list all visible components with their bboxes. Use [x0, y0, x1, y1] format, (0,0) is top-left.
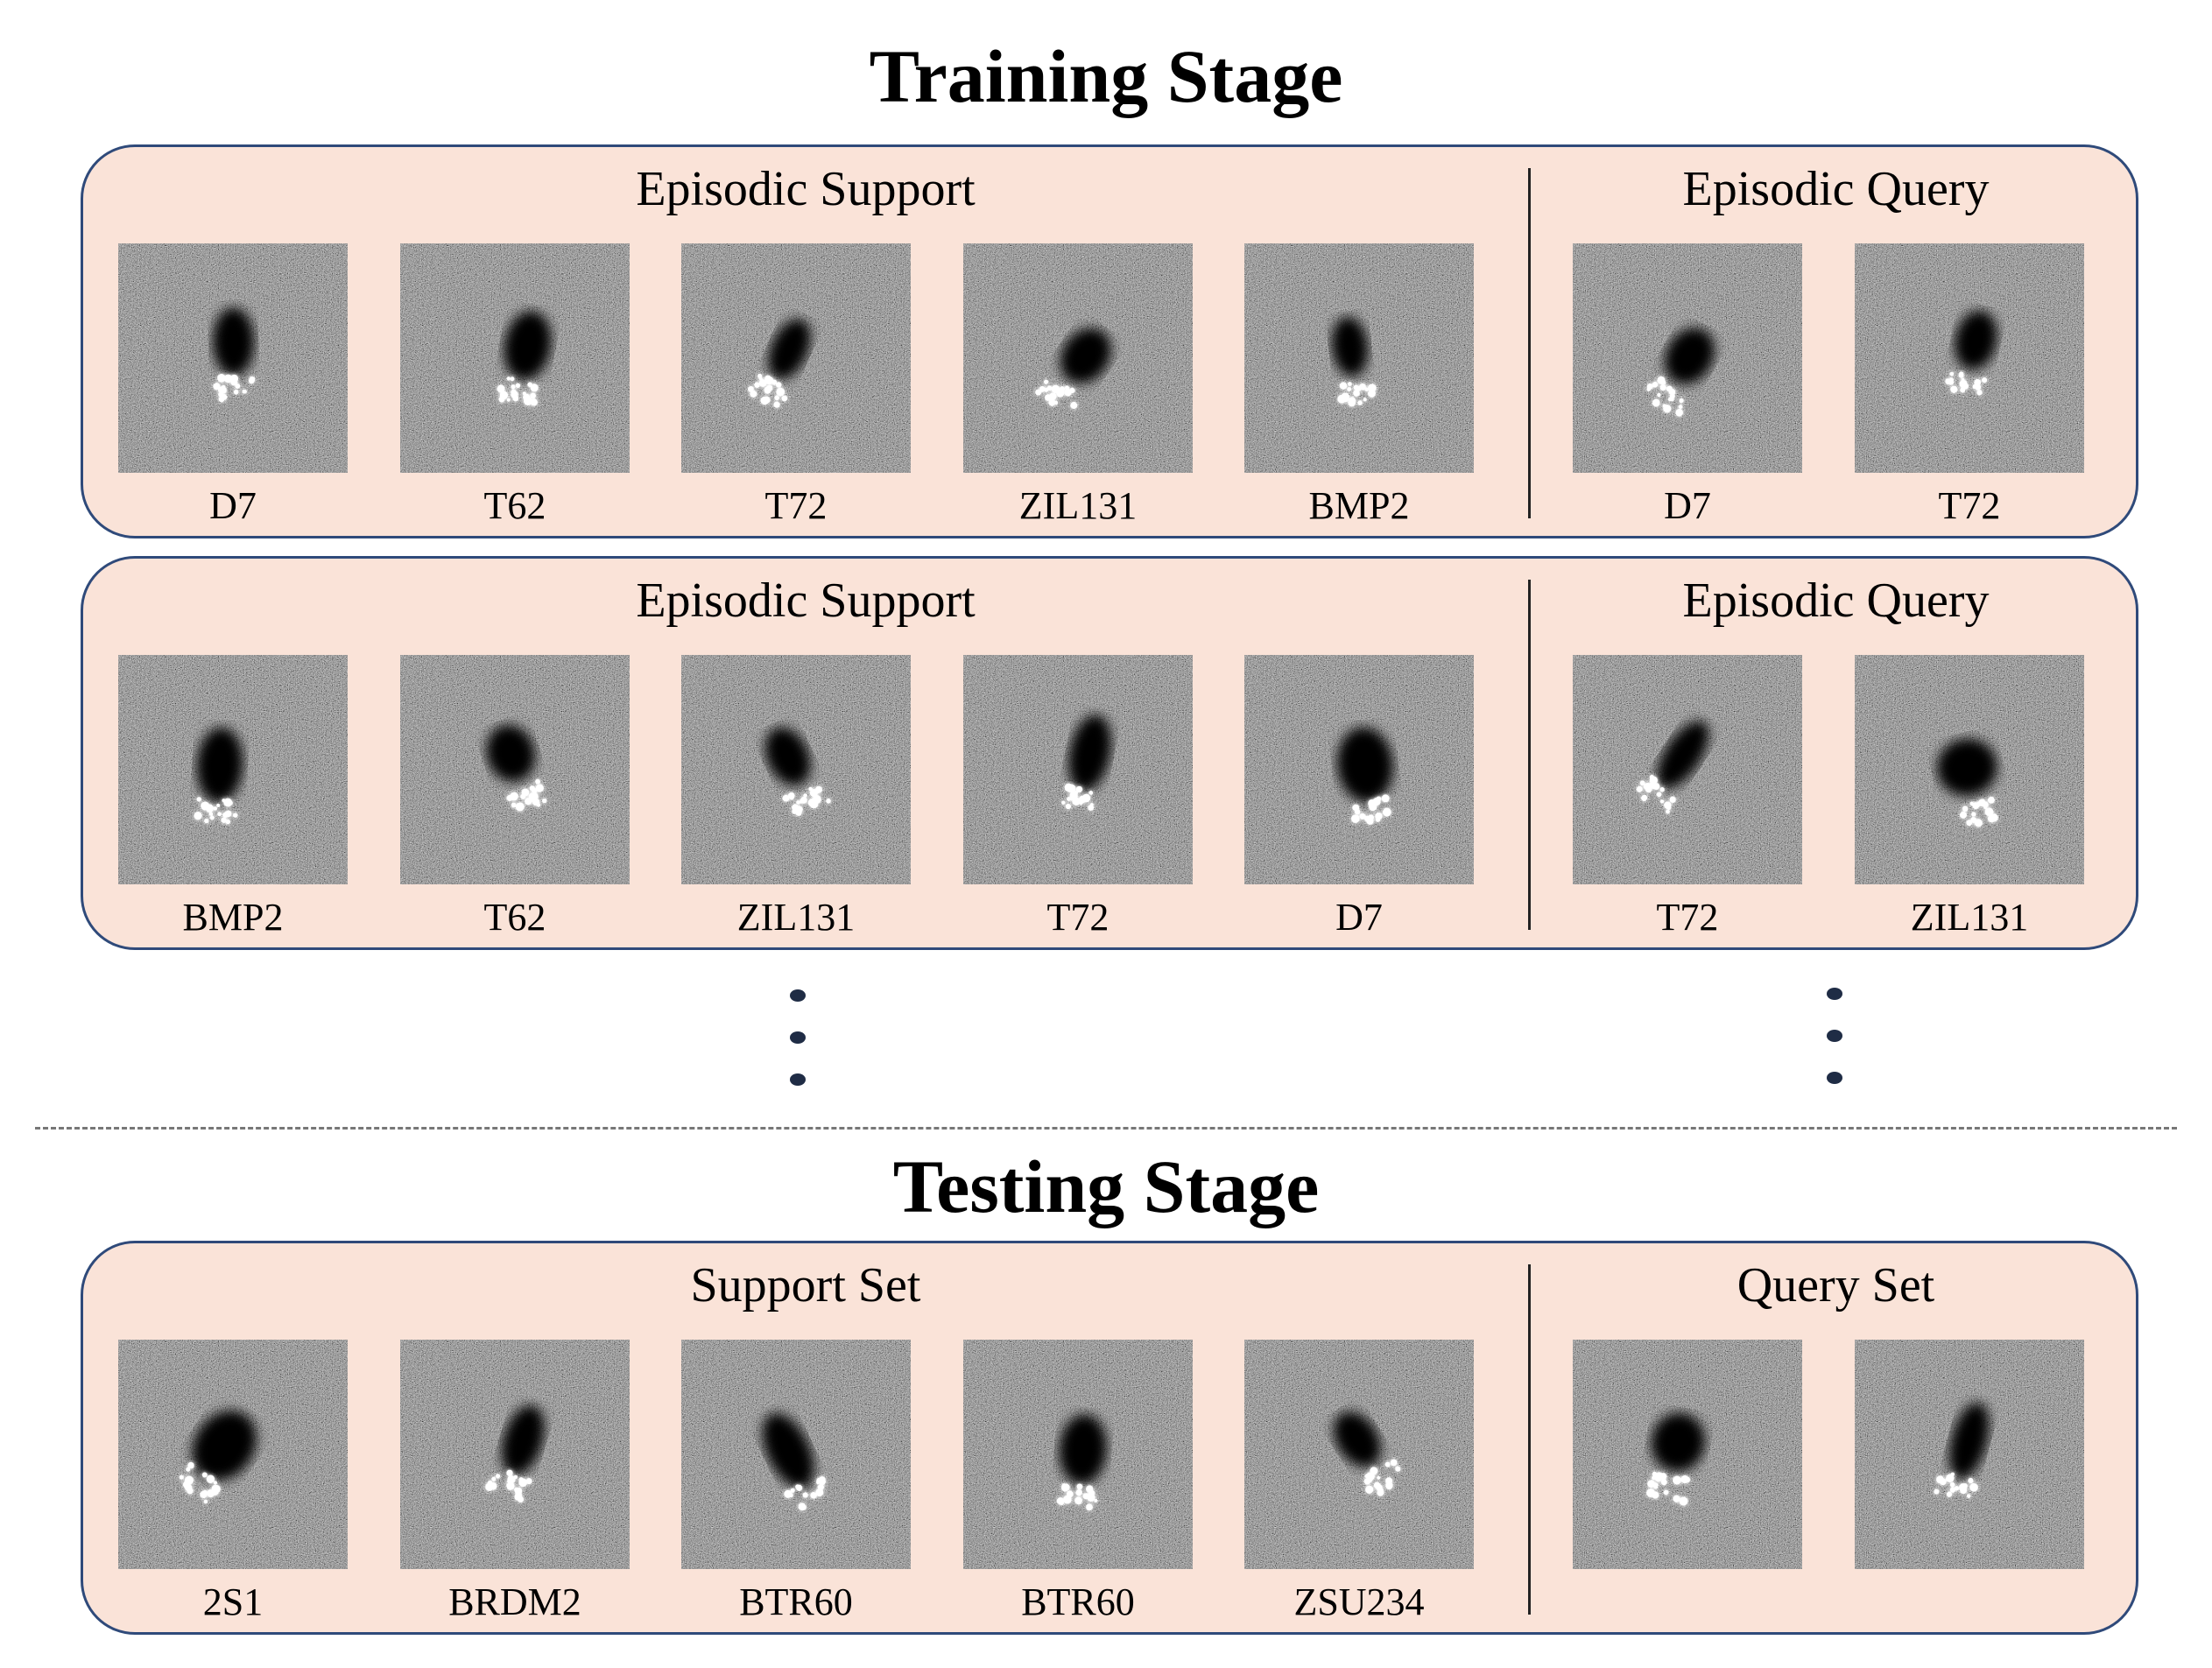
- class-label: BTR60: [1021, 1580, 1135, 1623]
- training-episode-panel-2: Episodic Support Episodic Query BMP2 T62: [81, 556, 2138, 950]
- class-label: BMP2: [182, 896, 284, 939]
- sar-image: [1573, 655, 1802, 884]
- testing-panel: Support Set Query Set 2S1 BRDM2: [81, 1241, 2138, 1635]
- class-label: T72: [764, 484, 828, 527]
- stage-separator: [35, 1127, 2177, 1130]
- sar-image: [1573, 1340, 1802, 1569]
- sar-image: [1244, 655, 1474, 884]
- ellipsis-dot: [790, 1031, 806, 1044]
- class-label: ZIL131: [736, 896, 856, 939]
- sar-image: [118, 243, 348, 473]
- sar-image: [400, 1340, 630, 1569]
- sar-image: [963, 243, 1193, 473]
- class-label: D7: [1335, 896, 1383, 939]
- sar-image: [400, 655, 630, 884]
- sar-image: [118, 655, 348, 884]
- support-query-divider: [1528, 580, 1531, 930]
- episodic-query-label: Episodic Query: [1682, 162, 1990, 216]
- ellipsis-dot: [790, 1073, 806, 1086]
- support-query-divider: [1528, 168, 1531, 518]
- more-episodes-query-dots: [1827, 988, 1846, 1114]
- sar-image: [1244, 243, 1474, 473]
- sar-image: [1855, 655, 2084, 884]
- sar-image: [681, 655, 911, 884]
- sar-image: [1855, 243, 2084, 473]
- class-label: T62: [483, 484, 546, 527]
- episodic-support-label: Episodic Support: [636, 574, 976, 628]
- class-label: T72: [1656, 896, 1719, 939]
- sar-image: [1573, 243, 1802, 473]
- sar-image: [681, 243, 911, 473]
- class-label: T62: [483, 896, 546, 939]
- sar-image: [400, 243, 630, 473]
- class-label: T72: [1938, 484, 2001, 527]
- class-label: ZIL131: [1910, 896, 2029, 939]
- sar-image: [963, 655, 1193, 884]
- ellipsis-dot: [790, 989, 806, 1002]
- class-label: BTR60: [739, 1580, 853, 1623]
- sar-image: [1855, 1340, 2084, 1569]
- class-label: D7: [1664, 484, 1711, 527]
- class-label: T72: [1046, 896, 1110, 939]
- class-label: D7: [209, 484, 257, 527]
- class-label: BMP2: [1308, 484, 1410, 527]
- support-set-label: Support Set: [690, 1258, 921, 1313]
- sar-image: [118, 1340, 348, 1569]
- sar-image: [963, 1340, 1193, 1569]
- sar-image: [681, 1340, 911, 1569]
- class-label: ZSU234: [1293, 1580, 1425, 1623]
- episodic-query-label: Episodic Query: [1682, 574, 1990, 628]
- query-set-label: Query Set: [1736, 1258, 1935, 1313]
- sar-image: [1244, 1340, 1474, 1569]
- ellipsis-dot: [1827, 988, 1842, 1000]
- testing-stage-title: Testing Stage: [892, 1144, 1320, 1228]
- training-episode-panel-1: Episodic Support Episodic Query D7 T62: [81, 144, 2138, 538]
- class-label: ZIL131: [1018, 484, 1138, 527]
- ellipsis-dot: [1827, 1072, 1842, 1084]
- class-label: 2S1: [202, 1580, 264, 1623]
- ellipsis-dot: [1827, 1030, 1842, 1042]
- more-episodes-support-dots: [790, 989, 809, 1116]
- episodic-support-label: Episodic Support: [636, 162, 976, 216]
- support-query-divider: [1528, 1264, 1531, 1615]
- training-stage-title: Training Stage: [869, 34, 1343, 118]
- class-label: BRDM2: [448, 1580, 581, 1623]
